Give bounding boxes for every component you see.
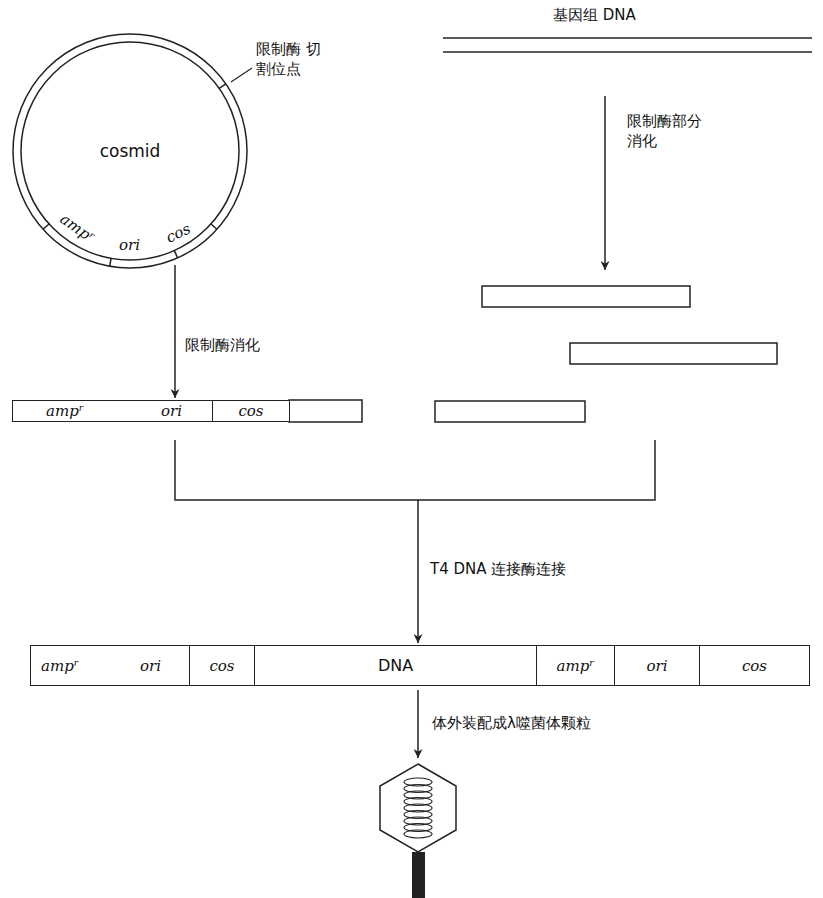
vector-segment: cos [212, 400, 290, 422]
segment-label: ori [647, 657, 668, 675]
segment-label: cos [238, 402, 263, 420]
segment-label: ampʳ [557, 657, 595, 675]
dna-fragment [570, 343, 777, 364]
annotation: 基因组 DNA [553, 6, 636, 26]
process-arrow [175, 440, 418, 643]
vector-segment [289, 400, 362, 422]
dna-coil [404, 830, 432, 838]
annotation: 限制酶部分 消化 [627, 112, 709, 151]
segment-label: cos [742, 657, 767, 675]
segment-label: ori [140, 657, 161, 675]
plasmid-name: cosmid [100, 141, 161, 161]
ring-segment-label: ori [119, 236, 140, 256]
process-arrow [417, 690, 419, 758]
vector-segment: cos [189, 645, 255, 686]
segment-label: ampʳ [46, 402, 84, 420]
phage-tail [412, 852, 425, 898]
annotation: 限制酶 切割位点 [256, 40, 322, 79]
vector-segment: ampʳ ori [12, 400, 213, 422]
segment-tick [219, 84, 226, 89]
process-arrow [174, 265, 176, 398]
leader-line [231, 68, 252, 82]
segment-label: DNA [378, 656, 413, 675]
annotation: 体外装配成λ噬菌体颗粒 [432, 714, 591, 734]
dna-fragment [482, 286, 690, 307]
dna-fragment [435, 401, 585, 422]
dna-strand [443, 37, 812, 39]
plasmid-circle: cosmid [12, 33, 248, 269]
vector-segment: ampʳ ori [30, 645, 190, 686]
segment-tick [174, 251, 177, 258]
packaged-dna [404, 778, 432, 838]
vector-segment: DNA [254, 645, 537, 686]
segment-tick [43, 224, 49, 229]
segment-tick [211, 224, 217, 229]
segment-tick [110, 258, 111, 266]
ring-segment-label: cos [163, 220, 194, 248]
dna-strand [443, 51, 812, 53]
vector-segment: ampʳ [536, 645, 615, 686]
segment-label: cos [209, 657, 234, 675]
ring-segment-label: ampʳ [56, 210, 98, 248]
segment-label: ampʳ [41, 657, 79, 675]
process-arrow [604, 96, 606, 270]
vector-segment: ori [614, 645, 700, 686]
vector-segment: cos [699, 645, 810, 686]
segment-label: ori [161, 402, 182, 420]
bracket [418, 440, 655, 500]
edge-label: 限制酶消化 [185, 336, 260, 356]
phage-head [380, 764, 456, 852]
edge-label: T4 DNA 连接酶连接 [430, 560, 566, 580]
